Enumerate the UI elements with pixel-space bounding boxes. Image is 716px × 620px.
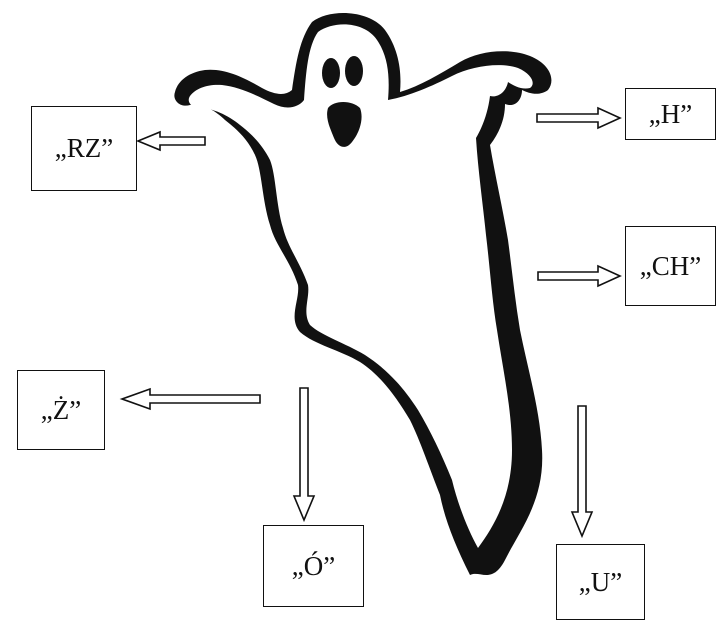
box-ch: „CH” bbox=[625, 226, 716, 306]
arrow-to-ch bbox=[537, 264, 622, 288]
box-u: „U” bbox=[556, 544, 645, 620]
box-rz-label: „RZ” bbox=[54, 133, 114, 163]
box-h-label: „H” bbox=[648, 98, 693, 129]
ghost-body bbox=[188, 24, 533, 548]
ghost-right-eye bbox=[345, 56, 363, 86]
box-u-label: „U” bbox=[578, 566, 623, 597]
box-o-label: „Ó” bbox=[291, 550, 336, 581]
arrow-to-h bbox=[536, 106, 622, 130]
box-o: „Ó” bbox=[263, 525, 364, 607]
box-z: „Ż” bbox=[17, 370, 105, 450]
arrow-to-rz bbox=[135, 130, 206, 152]
box-h: „H” bbox=[625, 88, 716, 140]
arrow-to-o bbox=[292, 387, 316, 523]
box-ch-label: „CH” bbox=[639, 250, 702, 281]
arrow-to-u bbox=[570, 405, 594, 539]
box-z-label: „Ż” bbox=[40, 394, 82, 425]
box-rz: „RZ” bbox=[31, 106, 137, 191]
ghost-illustration bbox=[174, 12, 552, 576]
arrow-to-z bbox=[119, 387, 261, 411]
ghost-mouth bbox=[327, 102, 362, 147]
arrows bbox=[119, 106, 622, 539]
ghost-left-eye bbox=[322, 58, 340, 88]
